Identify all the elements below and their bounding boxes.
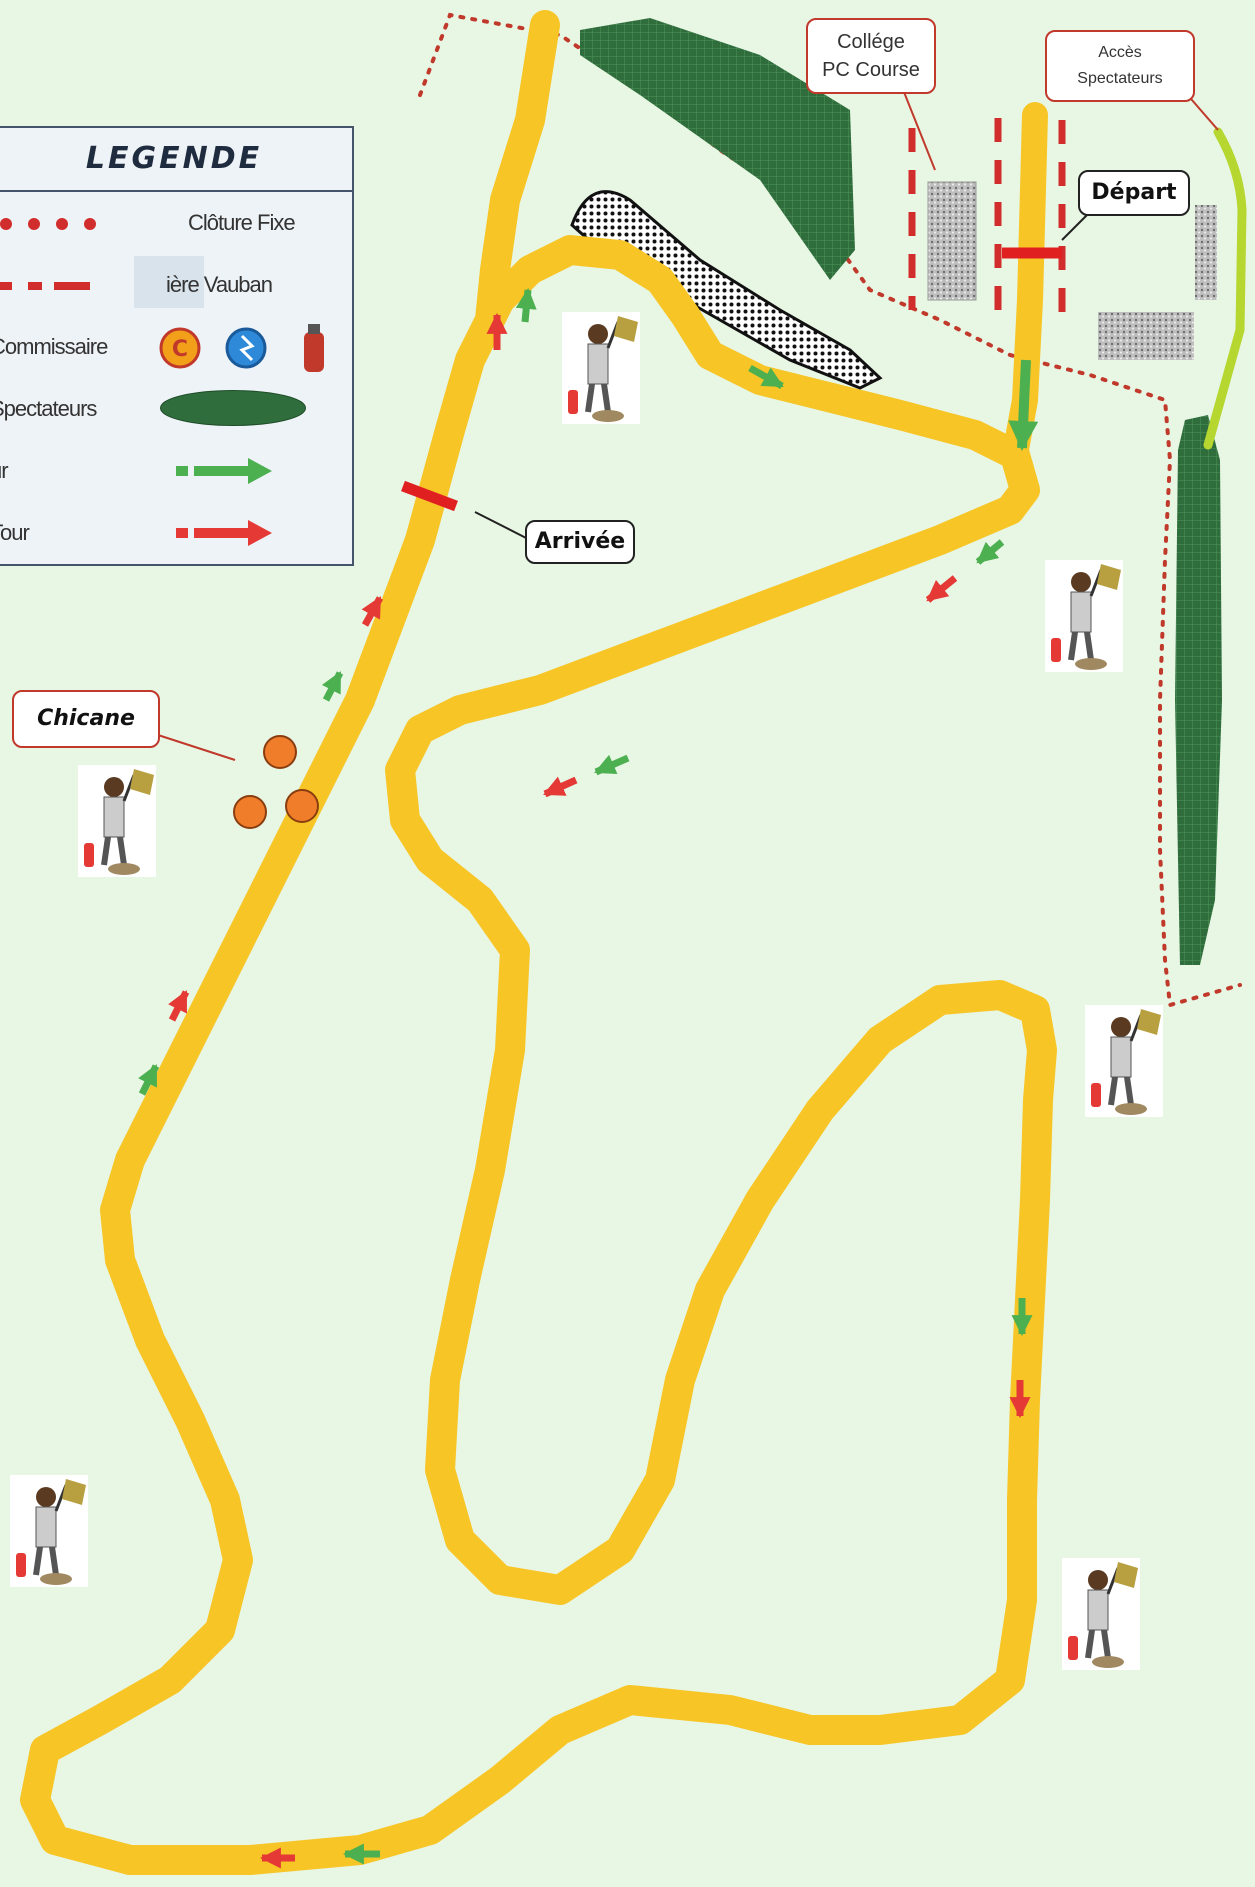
green-arrow-icon (176, 458, 272, 484)
callout-arrivee: Arrivée (525, 520, 635, 564)
spectator-zone-north (580, 18, 855, 280)
direction-arrows (138, 287, 1039, 1869)
building-parking (1098, 312, 1194, 360)
legend-panel: LEGENDE Clôture Fixe ière Vauban Commiss… (0, 126, 354, 566)
building-college (927, 181, 977, 301)
legend-row-marshal: Commissaire C (0, 316, 356, 378)
commissaire-icon (159, 327, 201, 369)
legend-label: Clôture Fixe (188, 210, 296, 235)
svg-text:C: C (172, 337, 188, 362)
legend-label: Tour (0, 520, 30, 545)
legend-label: Spectateurs (0, 396, 97, 421)
legend-label: Commissaire (0, 334, 108, 359)
callout-chicane: Chicane (12, 690, 160, 748)
chicane-cones (233, 735, 319, 829)
finish-line (401, 480, 458, 512)
legend-title: LEGENDE (0, 128, 352, 192)
marshal-post-5 (10, 1475, 88, 1587)
marshal-post-1 (562, 312, 640, 424)
spectator-access-lane (1203, 127, 1247, 450)
spectator-area-icon (160, 390, 306, 426)
legend-row-red: Tour (0, 502, 356, 564)
legend-label: ur (0, 458, 9, 483)
vauban-barriers (908, 118, 1066, 325)
callout-acces-spectateurs: Accès Spectateurs (1045, 30, 1195, 102)
legend-row-spectators: Spectateurs (0, 378, 356, 440)
legend-redaction (134, 256, 204, 308)
legend-row-green: ur (0, 440, 356, 502)
marshal-post-2 (1045, 560, 1123, 672)
spectator-zone-east (1175, 415, 1222, 965)
marshal-icons: C (159, 324, 324, 372)
sand-trap (570, 190, 883, 390)
legend-label: ière Vauban (166, 272, 273, 297)
marshal-post-4 (1085, 1005, 1163, 1117)
dotted-fence-icon (0, 218, 96, 230)
callout-depart: Départ (1078, 170, 1190, 216)
extinguisher-icon (304, 332, 324, 372)
marshal-post-6 (1062, 1558, 1140, 1670)
legend-row-fence: Clôture Fixe (0, 192, 356, 254)
red-arrow-icon (176, 520, 272, 546)
building-east (1195, 205, 1217, 300)
race-track (20, 10, 1057, 1875)
fixed-fence (418, 12, 1242, 1008)
dashed-barrier-icon (0, 282, 90, 290)
callout-college: Collége PC Course (806, 18, 936, 94)
marshal-post-3 (78, 765, 156, 877)
legend-row-barrier: ière Vauban (0, 254, 356, 316)
